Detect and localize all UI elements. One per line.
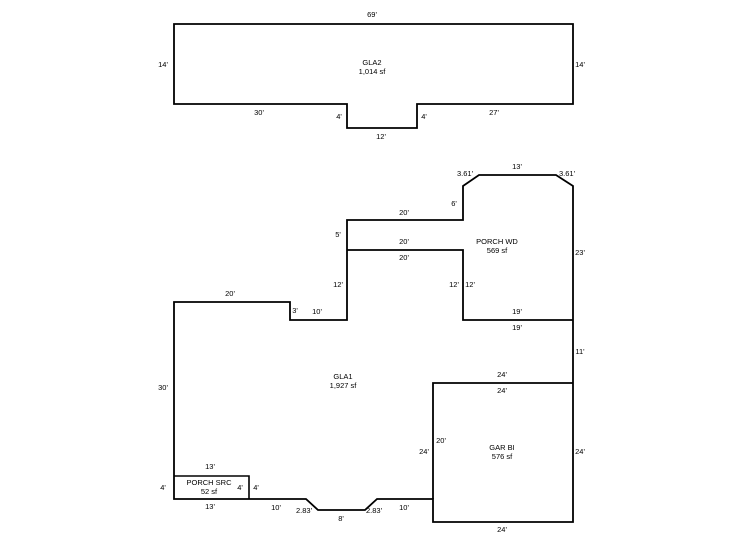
dim-gla2-top: 69' — [367, 10, 377, 19]
dim-gar-bottom: 24' — [497, 525, 507, 534]
dim-gla2-notch-bottom: 12' — [376, 132, 386, 141]
dim-porch-wd-chamfer-left: 3.61' — [457, 169, 474, 178]
dim-porch-src-bottom: 13' — [205, 502, 215, 511]
dim-porch-wd-right: 23' — [575, 248, 585, 257]
porch-wd-divider — [347, 249, 573, 321]
dim-gla1-top-step: 20' — [399, 208, 409, 217]
dim-gla1-chamfer-left: 2.83' — [296, 506, 313, 515]
gla2-name: GLA2 — [362, 58, 381, 67]
dim-gla1-right-11: 11' — [575, 347, 585, 356]
dim-gla1-jog-3: 3' — [292, 306, 298, 315]
dim-porch-src-left: 4' — [160, 483, 166, 492]
dim-porch-src-right-out: 4' — [253, 483, 259, 492]
gar-bi-area: 576 sf — [492, 452, 513, 461]
gla1-outline — [173, 174, 574, 523]
dim-porch-wd-top: 13' — [512, 162, 522, 171]
dim-gar-left-inner: 20' — [436, 436, 446, 445]
dim-gla2-bottom-left: 30' — [254, 108, 264, 117]
dim-gla2-bottom-right: 27' — [489, 108, 499, 117]
dim-porch-wd-divider-top: 20' — [399, 237, 409, 246]
gar-bi-outline — [432, 382, 573, 499]
dim-gla1-inner-vertical: 12' — [333, 280, 343, 289]
porch-src-area: 52 sf — [201, 487, 218, 496]
dim-porch-wd-bottom-under: 19' — [512, 323, 522, 332]
dim-gla1-bottom-10-right: 10' — [399, 503, 409, 512]
dim-porch-wd-left-upper: 6' — [451, 199, 457, 208]
dim-gla1-bottom-8: 8' — [338, 514, 344, 523]
dim-gla2-notch-left: 4' — [336, 112, 342, 121]
dim-gar-top-outer: 24' — [497, 370, 507, 379]
gla1-name: GLA1 — [333, 372, 352, 381]
dim-gar-right: 24' — [575, 447, 585, 456]
porch-src-name: PORCH SRC — [186, 478, 232, 487]
porch-wd-area: 569 sf — [487, 246, 508, 255]
dim-porch-wd-chamfer-right: 3.61' — [559, 169, 576, 178]
dim-gar-top-inner: 24' — [497, 386, 507, 395]
dim-gla1-step-vertical: 5' — [335, 230, 341, 239]
dim-gla1-bottom-10-left: 10' — [271, 503, 281, 512]
gla1-area: 1,927 sf — [330, 381, 358, 390]
dim-porch-src-top: 13' — [205, 462, 215, 471]
dim-gla2-notch-right: 4' — [421, 112, 427, 121]
dim-porch-wd-inner-left: 12' — [449, 280, 459, 289]
porch-src-outline — [174, 475, 250, 499]
dim-gla1-chamfer-right: 2.83' — [366, 506, 383, 515]
dim-gla1-top-left: 20' — [225, 289, 235, 298]
gla2-area: 1,014 sf — [359, 67, 387, 76]
gla2-outline — [173, 23, 574, 129]
dim-gla1-jog-10: 10' — [312, 307, 322, 316]
dim-gla2-right: 14' — [575, 60, 585, 69]
gar-bi-name: GAR BI — [489, 443, 514, 452]
dim-gla2-left: 14' — [158, 60, 168, 69]
dim-porch-wd-inner-left-b: 12' — [465, 280, 475, 289]
dim-gar-left-outer: 24' — [419, 447, 429, 456]
dim-porch-wd-divider-bottom: 20' — [399, 253, 409, 262]
porch-wd-name: PORCH WD — [476, 237, 518, 246]
dim-porch-src-right-in: 4' — [237, 483, 243, 492]
dim-porch-wd-bottom-top: 19' — [512, 307, 522, 316]
dim-gla1-left: 30' — [158, 383, 168, 392]
